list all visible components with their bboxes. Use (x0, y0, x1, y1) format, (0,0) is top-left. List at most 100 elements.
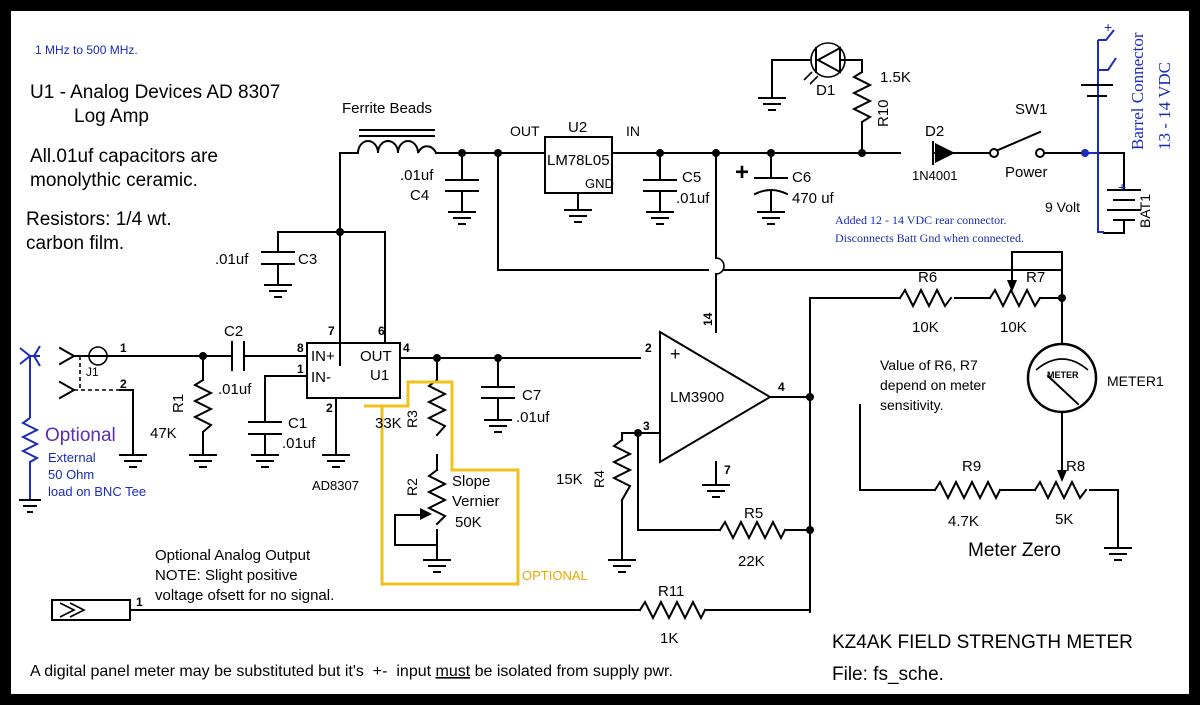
r11-label: R11 (658, 583, 684, 600)
u2-part: LM78L05 (547, 152, 610, 169)
meter-zero-label: Meter Zero (968, 540, 1061, 561)
bat-plus: + (1118, 179, 1126, 195)
freq-note: 1 MHz to 500 MHz. (35, 43, 138, 57)
r8-label: R8 (1066, 458, 1085, 475)
d2-part: 1N4001 (912, 168, 958, 183)
c6-label: C6 (792, 169, 811, 186)
r8-value: 5K (1055, 511, 1073, 528)
labels: 1 MHz to 500 MHz. U1 - Analog Devices AD… (26, 19, 1174, 685)
r6-label: R6 (918, 269, 937, 286)
c7-label: C7 (522, 387, 541, 404)
u2-gnd-label: GND (585, 176, 614, 191)
diode-d2 (932, 141, 956, 165)
u1-log-amp (306, 342, 401, 399)
pin-label: 1 (297, 362, 304, 376)
r5-label: R5 (744, 505, 763, 522)
analog-note2: NOTE: Slight positive (155, 567, 298, 584)
r6-value: 10K (912, 319, 939, 336)
diode-d1 (803, 42, 846, 85)
c1-label: C1 (288, 415, 307, 432)
u1-label: U1 (370, 367, 389, 384)
r3-label: R3 (404, 410, 420, 428)
c3-value: .01uf (215, 251, 249, 268)
r3-value: 33K (375, 415, 402, 432)
bat-label: BAT1 (1137, 194, 1153, 228)
r7-value: 10K (1000, 319, 1027, 336)
added-note-line1: Added 12 - 14 VDC rear connector. (835, 213, 1006, 227)
barrel-label: Barrel Connector (1128, 32, 1147, 150)
meter-note2: depend on meter (880, 377, 986, 393)
c2-label: C2 (224, 323, 243, 340)
meter-note3: sensitivity. (880, 397, 944, 413)
r2-name2: Vernier (452, 493, 500, 510)
d2-label: D2 (925, 123, 944, 140)
ferrite-beads (356, 129, 438, 155)
d1-label: D1 (816, 82, 835, 99)
c3-label: C3 (298, 251, 317, 268)
r2-name1: Slope (452, 473, 490, 490)
c7-value: .01uf (516, 409, 550, 426)
meter-face-label: METER (1047, 370, 1079, 380)
r10-label: R10 (875, 99, 892, 127)
bat-voltage: 9 Volt (1045, 199, 1080, 215)
r1-label: R1 (170, 394, 187, 413)
ground-symbols (119, 97, 1132, 573)
r2-label: R2 (404, 478, 420, 496)
added-note-line2: Disconnects Batt Gnd when connected. (835, 231, 1024, 245)
pin-label: 7 (724, 463, 731, 477)
optional-yellow-box (364, 380, 520, 586)
barrel-plus-top: + (1104, 19, 1112, 35)
pin-label: 2 (326, 401, 333, 415)
optional-bnc-tee (19, 345, 41, 513)
pin-label: 2 (645, 341, 652, 355)
r4-label: R4 (591, 470, 607, 488)
title: KZ4AK FIELD STRENGTH METER (832, 632, 1133, 653)
u1-inp-label: IN+ (311, 348, 335, 365)
optional-box-label: OPTIONAL (522, 568, 588, 583)
ferrite-label: Ferrite Beads (342, 100, 432, 117)
pin-label: 3 (643, 419, 650, 433)
u1-part: AD8307 (312, 478, 359, 493)
r11-value: 1K (660, 630, 678, 647)
schematic-sheet (11, 11, 1189, 694)
u1-out-label: OUT (360, 348, 392, 365)
meter-meter1 (1026, 342, 1098, 414)
ext-note1: External (48, 450, 96, 465)
c2-value: .01uf (218, 381, 252, 398)
res-note-line2: carbon film. (26, 233, 124, 254)
res-note-line1: Resistors: 1/4 wt. (26, 209, 172, 230)
meter-label: METER1 (1107, 373, 1164, 389)
battery-bat1 (1107, 179, 1141, 226)
pin-label: 7 (328, 324, 335, 338)
pin-label: 2 (120, 377, 127, 391)
c5-label: C5 (682, 169, 701, 186)
resistors (192, 70, 1088, 621)
pin-label: 4 (778, 380, 785, 394)
junction-dots (199, 149, 1066, 534)
u2-in-label: IN (626, 123, 640, 139)
r2-value: 50K (455, 514, 482, 531)
c6-plus: + (735, 159, 749, 186)
r1-value: 47K (150, 425, 177, 442)
lm3900-opamp (659, 330, 772, 464)
u1-note-line1: U1 - Analog Devices AD 8307 (30, 82, 280, 103)
u1-inm-label: IN- (311, 369, 331, 386)
lm3900-label: LM3900 (670, 389, 724, 406)
pin-label: 1 (120, 341, 127, 355)
sw1-label: SW1 (1015, 101, 1048, 118)
u2-label: U2 (568, 119, 587, 136)
file-name: File: fs_sche. (832, 664, 944, 685)
r7-label: R7 (1026, 269, 1045, 286)
r9-label: R9 (962, 458, 981, 475)
bnc-connector-j1 (58, 346, 120, 400)
c5-value: .01uf (676, 190, 710, 207)
r4-value: 15K (556, 471, 583, 488)
meter-note1: Value of R6, R7 (880, 357, 978, 373)
capacitor-plates (231, 177, 789, 435)
c4-label: C4 (410, 187, 429, 204)
pin-label: 4 (403, 341, 410, 355)
digital-note: A digital panel meter may be substituted… (30, 663, 673, 680)
c6-value: 470 uf (792, 190, 835, 207)
